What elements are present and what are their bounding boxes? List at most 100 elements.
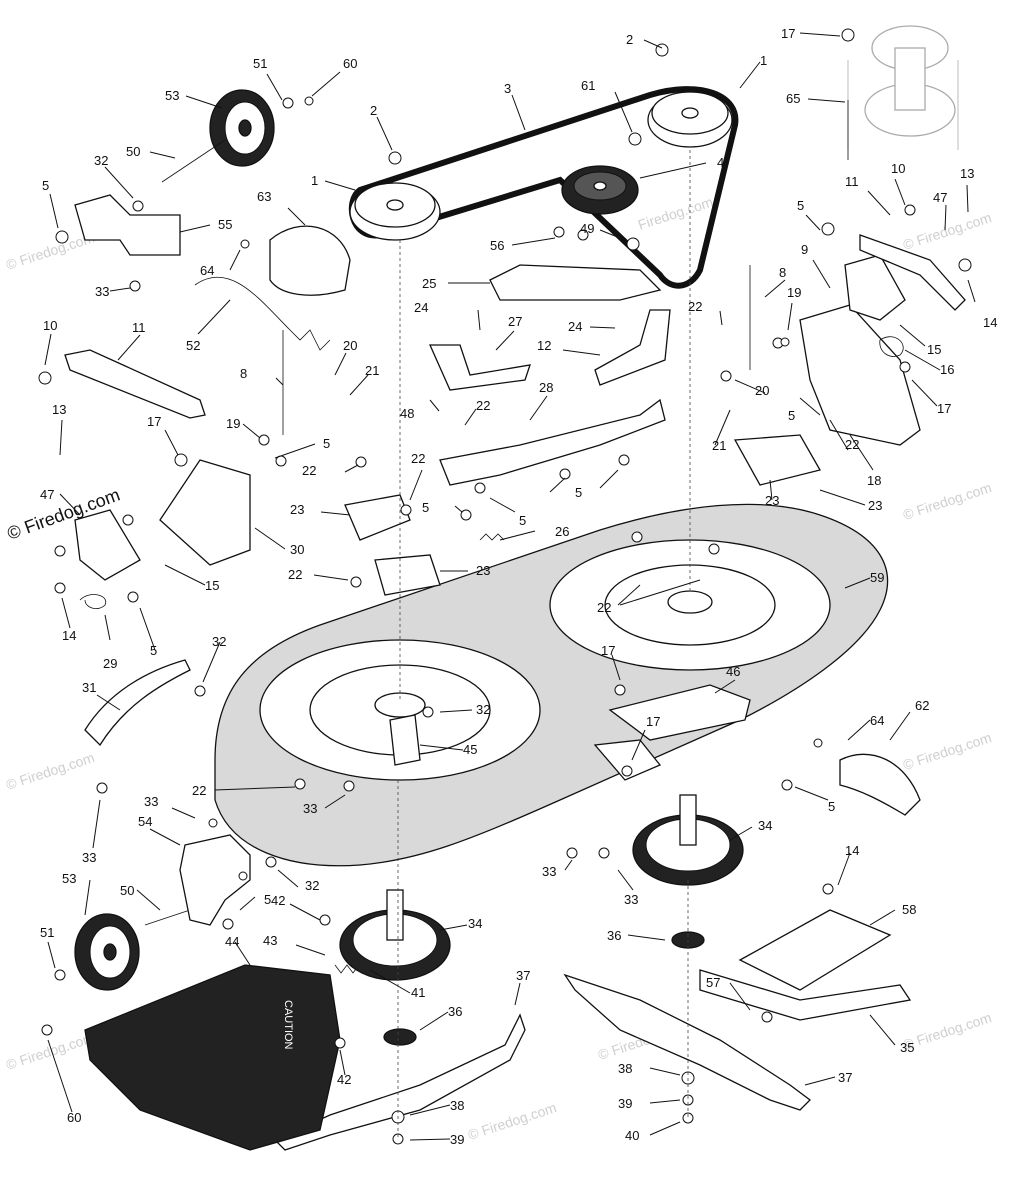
callout: 5 bbox=[828, 799, 835, 814]
link-11-right bbox=[859, 234, 966, 311]
callout: 12 bbox=[537, 338, 551, 353]
spring-16 bbox=[879, 336, 904, 357]
callout: 10 bbox=[891, 161, 905, 176]
callout: 42 bbox=[337, 1072, 351, 1087]
callout: 5 bbox=[575, 485, 582, 500]
callout: 30 bbox=[290, 542, 304, 557]
leader-lines bbox=[44, 32, 976, 1141]
callout: 15 bbox=[927, 342, 941, 357]
blade-left bbox=[273, 1013, 526, 1151]
belt-cover-63 bbox=[269, 225, 351, 296]
baffle-23-left bbox=[344, 494, 411, 541]
chute-decal-text: CAUTION bbox=[282, 1000, 294, 1050]
callout: 22 bbox=[288, 567, 302, 582]
callout: 62 bbox=[915, 698, 929, 713]
callout: 50 bbox=[120, 883, 134, 898]
callout: 22 bbox=[302, 463, 316, 478]
callout: 34 bbox=[468, 916, 482, 931]
callout: 32 bbox=[305, 878, 319, 893]
callout: 35 bbox=[900, 1040, 914, 1055]
alignment-lines bbox=[397, 150, 691, 1140]
callout: 24 bbox=[414, 300, 428, 315]
callout: 26 bbox=[555, 524, 569, 539]
spring-29 bbox=[79, 594, 107, 610]
callout: 50 bbox=[126, 144, 140, 159]
callout: 2 bbox=[626, 32, 633, 47]
callout: 16 bbox=[940, 362, 954, 377]
callout: 5 bbox=[42, 178, 49, 193]
watermark: © Firedog.com bbox=[4, 229, 96, 273]
watermark: © Firedog.com bbox=[901, 479, 993, 523]
callout: 33 bbox=[303, 801, 317, 816]
callout: 5 bbox=[797, 198, 804, 213]
callout: 33 bbox=[82, 850, 96, 865]
callout: 34 bbox=[758, 818, 772, 833]
pulley-right bbox=[647, 91, 733, 148]
callout: 5 bbox=[788, 408, 795, 423]
watermark: © Firedog.com bbox=[901, 209, 993, 253]
callout: 14 bbox=[845, 843, 859, 858]
watermark: © Firedog.com bbox=[4, 749, 96, 793]
callout: 39 bbox=[618, 1096, 632, 1111]
callout: 17 bbox=[937, 401, 951, 416]
callout: 46 bbox=[726, 664, 740, 679]
bracket-45 bbox=[389, 714, 421, 766]
support-31 bbox=[84, 659, 191, 747]
callout: 65 bbox=[786, 91, 800, 106]
callout: 47 bbox=[933, 190, 947, 205]
callout: 17 bbox=[601, 643, 615, 658]
callout: 18 bbox=[867, 473, 881, 488]
callout: 53 bbox=[62, 871, 76, 886]
callout: 60 bbox=[67, 1110, 81, 1125]
wheel-bracket-top bbox=[74, 194, 181, 256]
bracket-12 bbox=[594, 309, 671, 386]
callout: 56 bbox=[490, 238, 504, 253]
callout: 20 bbox=[755, 383, 769, 398]
bracket-27 bbox=[428, 344, 531, 391]
bracket-17-deck bbox=[593, 739, 662, 781]
callout: 48 bbox=[400, 406, 414, 421]
callout: 11 bbox=[845, 174, 859, 189]
callout: 23 bbox=[868, 498, 882, 513]
callout: 49 bbox=[580, 221, 594, 236]
callout: 19 bbox=[787, 285, 801, 300]
bracket-28 bbox=[439, 398, 666, 486]
callout: 8 bbox=[240, 366, 247, 381]
callout: 45 bbox=[463, 742, 477, 757]
callout: 1 bbox=[760, 53, 767, 68]
callout: 38 bbox=[450, 1098, 464, 1113]
link-11-left bbox=[64, 349, 206, 419]
callout: 17 bbox=[781, 26, 795, 41]
callout: 5 bbox=[519, 513, 526, 528]
spindle-pulley-ghost bbox=[847, 25, 959, 150]
callout: 40 bbox=[625, 1128, 639, 1143]
bracket-25 bbox=[489, 264, 662, 301]
baffle-23-right bbox=[733, 434, 821, 486]
callout: 37 bbox=[516, 968, 530, 983]
callout: 37 bbox=[838, 1070, 852, 1085]
spindle-right bbox=[632, 794, 744, 949]
callout: 17 bbox=[147, 414, 161, 429]
callout: 59 bbox=[870, 570, 884, 585]
callout: 33 bbox=[624, 892, 638, 907]
callout: 8 bbox=[779, 265, 786, 280]
callout: 14 bbox=[62, 628, 76, 643]
callout: 27 bbox=[508, 314, 522, 329]
callout: 23 bbox=[476, 563, 490, 578]
front-bracket bbox=[159, 459, 251, 566]
callout: 22 bbox=[411, 451, 425, 466]
callout: 32 bbox=[476, 702, 490, 717]
callout: 51 bbox=[253, 56, 267, 71]
callout: 14 bbox=[983, 315, 997, 330]
callout-labels: 2 1 17 65 3 61 1 2 4 51 60 53 50 32 5 55… bbox=[40, 26, 997, 1147]
callout: 2 bbox=[370, 103, 377, 118]
callout: 20 bbox=[343, 338, 357, 353]
callout: 22 bbox=[597, 600, 611, 615]
callout: 63 bbox=[257, 189, 271, 204]
callout: 5 bbox=[323, 436, 330, 451]
pulley-left bbox=[349, 182, 441, 241]
callout: 13 bbox=[960, 166, 974, 181]
callout: 39 bbox=[450, 1132, 464, 1147]
callout: 51 bbox=[40, 925, 54, 940]
